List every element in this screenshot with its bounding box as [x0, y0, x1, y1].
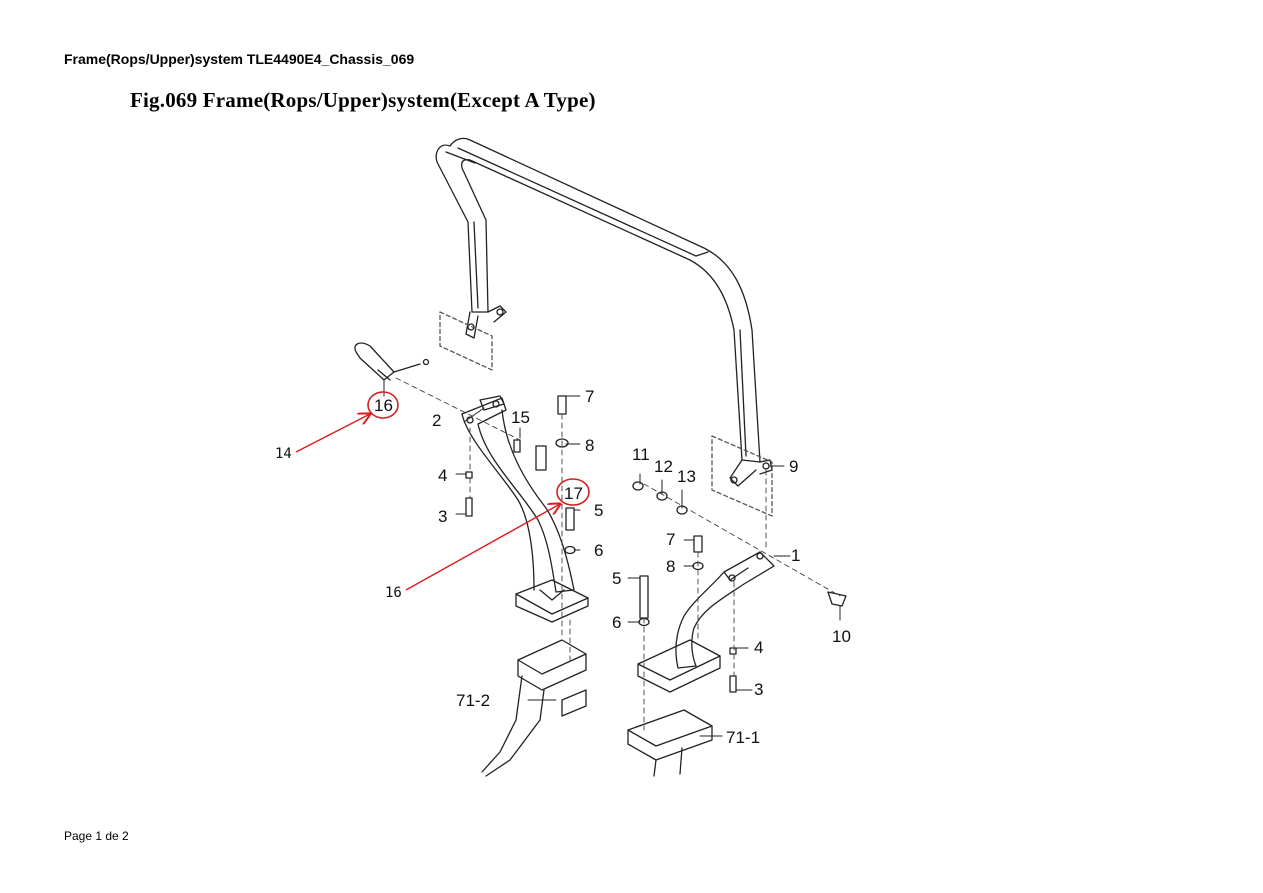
callout-7-right: 7 — [585, 387, 594, 406]
callout-16: 16 — [374, 396, 393, 415]
right-lower-bracket — [637, 551, 775, 693]
page-header: Frame(Rops/Upper)system TLE4490E4_Chassi… — [64, 51, 415, 67]
left-lower-bracket — [461, 395, 589, 623]
leader-lines — [383, 379, 841, 737]
callout-9: 9 — [789, 457, 798, 476]
callout-13: 13 — [677, 467, 696, 486]
highlight-circle-17 — [556, 478, 590, 506]
callout-12: 12 — [654, 457, 673, 476]
callout-7-left: 7 — [666, 530, 675, 549]
callout-5-right: 5 — [594, 501, 603, 520]
callout-6-left: 6 — [612, 613, 621, 632]
highlight-circle-16 — [367, 391, 399, 419]
figure-title: Fig.069 Frame(Rops/Upper)system(Except A… — [130, 88, 596, 112]
callout-71-1: 71-1 — [726, 728, 760, 747]
annotation-arrow-16 — [405, 504, 560, 591]
callout-71-2: 71-2 — [456, 691, 490, 710]
grip-handle — [354, 342, 430, 381]
callout-10: 10 — [832, 627, 851, 646]
callout-1: 1 — [791, 546, 800, 565]
fasteners — [465, 395, 847, 693]
callout-4-right: 4 — [754, 638, 763, 657]
rops-mount-plates — [439, 311, 773, 517]
callout-8-right: 8 — [585, 436, 594, 455]
callout-11: 11 — [632, 445, 650, 464]
page-footer: Page 1 de 2 — [64, 829, 129, 843]
lower-frame-71-1 — [627, 709, 713, 777]
rops-upper-frame — [435, 137, 773, 487]
callout-15: 15 — [511, 408, 530, 427]
callout-17: 17 — [564, 484, 583, 503]
callout-3-right: 3 — [754, 680, 763, 699]
annotation-arrow-14 — [295, 414, 370, 453]
callout-5-left: 5 — [612, 569, 621, 588]
callout-2: 2 — [432, 411, 441, 430]
callout-3-left: 3 — [438, 507, 447, 526]
lower-frame-71-2 — [481, 639, 587, 777]
callout-6-right: 6 — [594, 541, 603, 560]
callout-8-left: 8 — [666, 557, 675, 576]
alignment-lines — [395, 377, 841, 731]
callout-4-left: 4 — [438, 466, 447, 485]
annotation-label-14: 14 — [275, 446, 292, 462]
annotation-label-16: 16 — [385, 585, 402, 601]
